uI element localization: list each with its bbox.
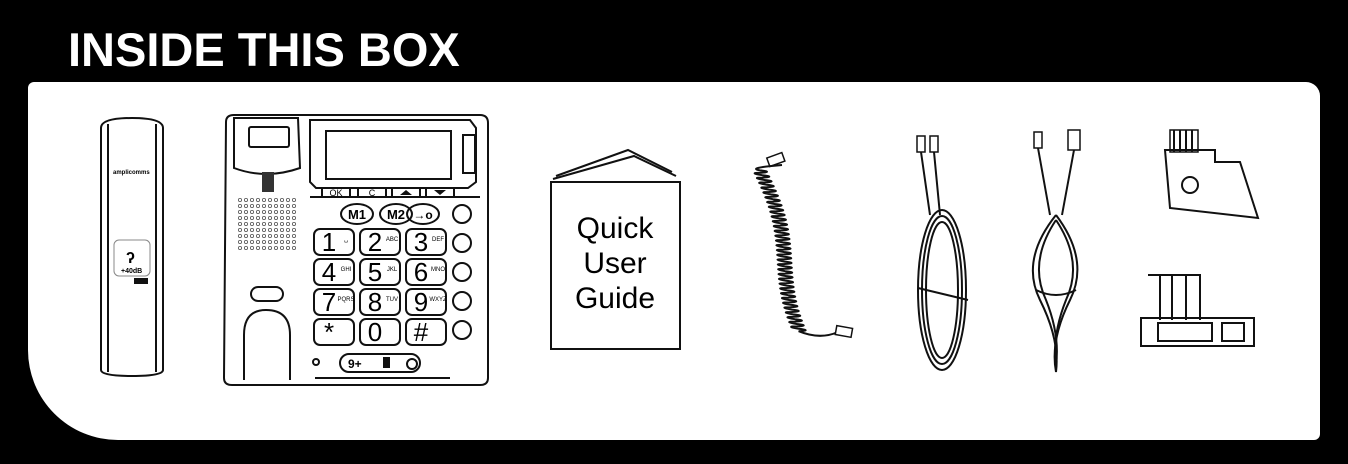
guide-line-1: Quick: [577, 212, 655, 245]
nav-key-down[interactable]: [425, 187, 455, 198]
nav-key-up[interactable]: [391, 187, 421, 198]
key-digit: 4: [322, 257, 336, 287]
key-letters: GHI: [341, 267, 352, 273]
nav-key-label: C: [369, 188, 376, 198]
handset: amplicomms ʔ +40dB: [100, 116, 164, 378]
key-digit: 5: [368, 257, 382, 287]
telephone-line-cable: [916, 135, 969, 371]
key-8[interactable]: [359, 288, 401, 316]
speaker-grille: [237, 197, 296, 250]
redial-key[interactable]: [406, 203, 440, 225]
nav-key-ok[interactable]: [321, 187, 351, 198]
guide-line-3: Guide: [575, 282, 655, 315]
key-letters: ABC: [386, 237, 399, 243]
key-letters: JKL: [387, 267, 398, 273]
key-9[interactable]: [405, 288, 447, 316]
nav-key-c[interactable]: [357, 187, 387, 198]
key-letters: WXYZ: [429, 297, 447, 303]
key-letters: TUV: [386, 297, 398, 303]
contents-panel: [28, 82, 1320, 440]
page-title: INSIDE THIS BOX: [68, 23, 460, 76]
network-cable: [1031, 129, 1081, 373]
key-#[interactable]: [405, 318, 447, 346]
boost-label: +40dB: [121, 268, 142, 275]
key-letters: DEF: [432, 237, 444, 243]
down-arrow-icon: [434, 190, 446, 195]
key-digit: 0: [368, 317, 382, 347]
key-3[interactable]: [405, 228, 447, 256]
ear-icon: ʔ: [126, 250, 135, 267]
phonebook-key[interactable]: [452, 233, 472, 253]
key-6[interactable]: [405, 258, 447, 286]
key-digit: 8: [368, 287, 382, 317]
speakerphone-icon: [383, 357, 390, 368]
quick-user-guide: Quick User Guide: [550, 148, 681, 350]
socket-adapter: [1140, 274, 1255, 347]
key-digit: 2: [368, 227, 382, 257]
key-*[interactable]: [313, 318, 355, 346]
key-5[interactable]: [359, 258, 401, 286]
memory-key-label: M1: [348, 207, 366, 222]
key-digit: 1: [322, 227, 336, 257]
wall-adapter: [1163, 129, 1260, 220]
key-2[interactable]: [359, 228, 401, 256]
key-letters: PQRS: [337, 297, 354, 303]
key-7[interactable]: [313, 288, 355, 316]
r-key-label: R: [458, 267, 466, 278]
key-digit: 6: [414, 257, 428, 287]
key-digit: 7: [322, 287, 336, 317]
guide-line-2: User: [583, 247, 646, 280]
boost-key[interactable]: 9+: [348, 357, 362, 371]
key-digit: *: [324, 317, 334, 347]
r-key[interactable]: [452, 262, 472, 282]
memory-key-label: M2: [387, 207, 405, 222]
nav-key-label: OK: [329, 188, 342, 198]
up-arrow-icon: [400, 190, 412, 195]
key-letters: ␣: [344, 237, 348, 243]
key-0[interactable]: [359, 318, 401, 346]
contacts-key[interactable]: [452, 204, 472, 224]
coiled-handset-cord: [753, 151, 854, 339]
memory-key-m1[interactable]: [340, 203, 374, 225]
key-digit: #: [414, 317, 429, 347]
toggle-key[interactable]: [452, 320, 472, 340]
key-1[interactable]: [313, 228, 355, 256]
key-digit: 3: [414, 227, 428, 257]
transfer-key[interactable]: [452, 291, 472, 311]
key-letters: MNO: [431, 267, 445, 273]
key-digit: 9: [414, 287, 428, 317]
key-4[interactable]: [313, 258, 355, 286]
arrow-icon: →o: [413, 208, 432, 222]
memory-key-m2[interactable]: [379, 203, 413, 225]
handset-brand-logo: amplicomms: [113, 170, 150, 176]
